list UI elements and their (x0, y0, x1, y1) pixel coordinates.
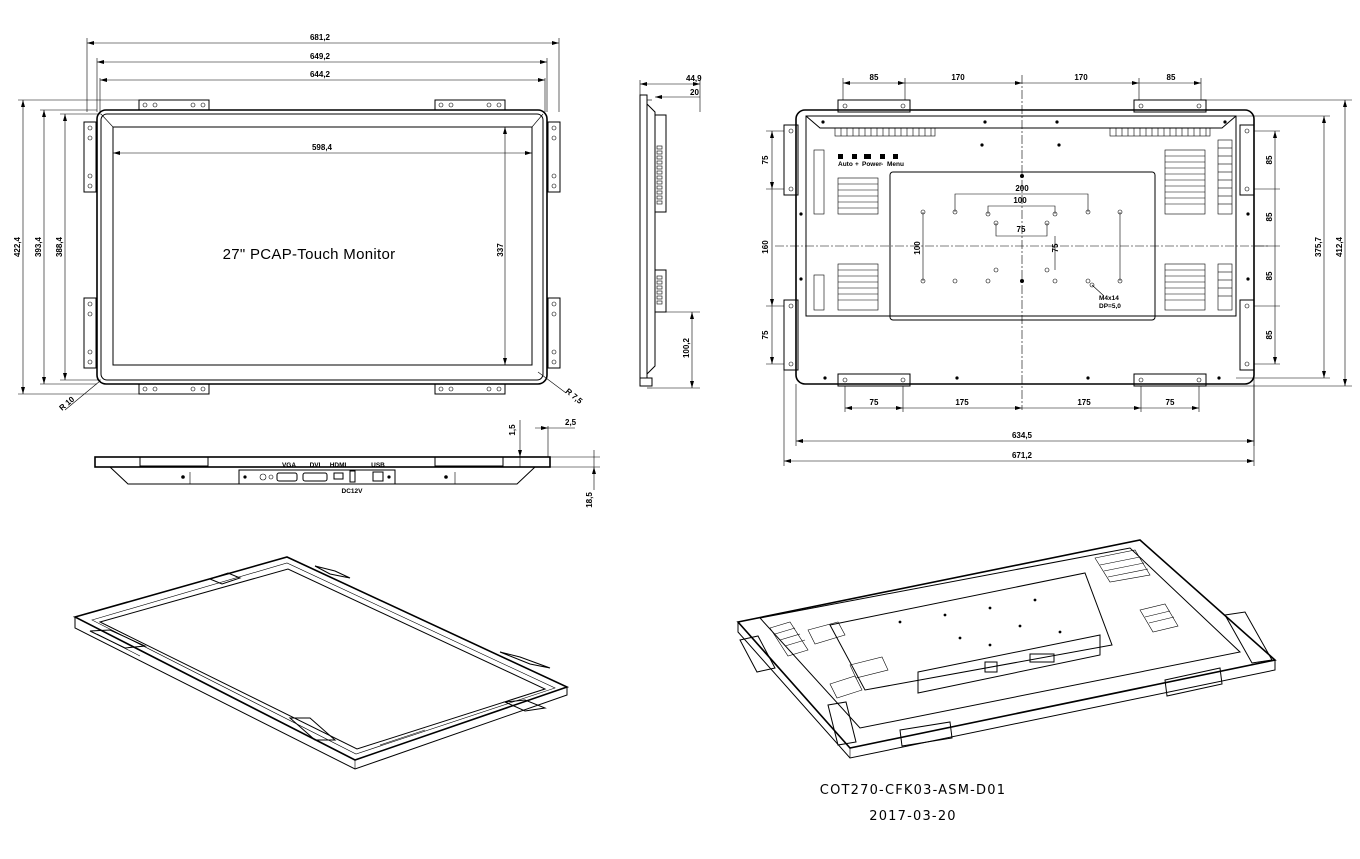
dc-port (349, 470, 356, 483)
front-dimensions-left: 422,4 393,4 388,4 (13, 99, 139, 395)
rear-height-body: 375,7 (1314, 236, 1323, 257)
rear-top-dim-2: 170 (951, 73, 965, 82)
rear-right-dim-4: 85 (1265, 330, 1274, 339)
rear-housing (805, 115, 1237, 317)
dvi-port (302, 472, 328, 482)
radius-inner-label: R 7,5 (564, 387, 585, 407)
rear-width-body: 634,5 (1012, 431, 1033, 440)
vesa-100-v-label: 100 (913, 241, 922, 255)
front-frame-inner (100, 113, 544, 381)
rear-view: Auto + Power - Menu 200 (761, 73, 1352, 466)
screw-spec-2: DP=5,0 (1099, 303, 1121, 310)
osd-label-plus: + (855, 161, 859, 168)
dim-bezel-gap: 1,5 (508, 424, 517, 436)
rear-dimensions-left: 75 160 75 (761, 130, 784, 365)
product-label: 27" PCAP-Touch Monitor (223, 246, 396, 263)
rear-width-overall: 671,2 (1012, 451, 1033, 460)
drawing-date: 2017-03-20 (869, 809, 957, 824)
dim-active-width: 598,4 (312, 143, 333, 152)
isometric-io-panel (917, 634, 1101, 694)
rear-dimensions-bottom: 75 175 175 75 634,5 671,2 (783, 370, 1255, 466)
rear-right-dim-3: 85 (1265, 271, 1274, 280)
hdmi-port (333, 472, 344, 480)
port-label-vga: VGA (282, 462, 296, 469)
rear-bottom-dim-1: 75 (870, 398, 879, 407)
rear-dimensions-right: 85 85 85 85 375,7 412,4 (1206, 99, 1352, 387)
isometric-rear-view (736, 539, 1277, 759)
dim-width-overall: 681,2 (310, 33, 331, 42)
rear-screw-holes (799, 120, 1250, 380)
vesa-100-h-label: 100 (1013, 196, 1027, 205)
port-label-usb: USB (371, 462, 385, 469)
rear-left-dim-2: 160 (761, 240, 770, 254)
osd-label-auto: Auto (838, 161, 853, 168)
usb-port (372, 471, 384, 482)
bottom-view: VGA DVI HDMI USB DC12V 1,5 2,5 18,5 (94, 418, 600, 508)
port-label-dvi: DVI (310, 462, 321, 469)
power-label: DC12V (342, 488, 364, 495)
osd-power-button (864, 154, 871, 159)
osd-label-menu: Menu (887, 161, 904, 168)
dim-width-inner: 644,2 (310, 70, 331, 79)
dim-bracket-height: 100,2 (682, 337, 691, 358)
vga-port (276, 472, 298, 482)
front-dimensions-top: 681,2 649,2 644,2 (86, 33, 560, 112)
rear-brackets (783, 99, 1255, 387)
dim-depth-overall: 44,9 (686, 74, 702, 83)
side-vents (656, 145, 663, 305)
osd-plus-button (852, 154, 857, 159)
vesa-plate (889, 171, 1156, 321)
rear-dimensions-top: 85 170 170 85 (842, 73, 1202, 100)
dim-depth-body: 20 (690, 88, 699, 97)
rear-top-dim-4: 85 (1167, 73, 1176, 82)
rear-frame-outer (795, 109, 1255, 385)
vesa-75-v-label: 75 (1051, 243, 1060, 252)
screw-spec-1: M4x14 (1099, 295, 1119, 302)
osd-button-row: Auto + Power - Menu (838, 154, 904, 168)
isometric-vents (769, 549, 1179, 699)
rear-height-overall: 412,4 (1335, 236, 1344, 257)
rear-left-dim-1: 75 (761, 155, 770, 164)
osd-menu-button (893, 154, 898, 159)
front-frame-outer (96, 109, 548, 385)
io-port-panel (238, 469, 396, 485)
port-label-hdmi: HDMI (330, 462, 347, 469)
dim-bezel-step: 2,5 (565, 418, 577, 427)
isometric-vesa-plate (829, 572, 1113, 691)
front-active-area (112, 126, 533, 366)
dim-active-height: 337 (496, 243, 505, 257)
osd-label-power: Power (862, 161, 882, 168)
side-view: 44,9 20 100,2 (639, 74, 702, 389)
dim-thickness: 18,5 (585, 492, 594, 508)
vesa-pattern: 200 100 75 100 75 M4x14 DP=5,0 (913, 174, 1123, 310)
dim-width-frame: 649,2 (310, 52, 331, 61)
isometric-front-view (72, 556, 570, 770)
rear-right-dim-2: 85 (1265, 212, 1274, 221)
osd-auto-button (838, 154, 843, 159)
drawing-number: COT270-CFK03-ASM-D01 (820, 783, 1006, 798)
rear-bottom-dim-4: 75 (1166, 398, 1175, 407)
rear-left-dim-3: 75 (761, 330, 770, 339)
osd-label-minus: - (881, 161, 883, 168)
dim-height-frame: 393,4 (34, 236, 43, 257)
dim-height-inner: 388,4 (55, 236, 64, 257)
radius-outer-label: R 10 (58, 394, 77, 412)
rear-vents-top (834, 127, 1211, 137)
rear-bottom-dim-2: 175 (955, 398, 969, 407)
rear-top-dim-3: 170 (1074, 73, 1088, 82)
front-view: 681,2 649,2 644,2 (13, 33, 585, 413)
rear-bottom-dim-3: 175 (1077, 398, 1091, 407)
vesa-200-label: 200 (1015, 184, 1029, 193)
rear-top-dim-1: 85 (870, 73, 879, 82)
dim-height-overall: 422,4 (13, 236, 22, 257)
rear-right-dim-1: 85 (1265, 155, 1274, 164)
rear-vents-side (813, 139, 1233, 311)
osd-minus-button (880, 154, 885, 159)
vesa-75-h-label: 75 (1017, 225, 1026, 234)
